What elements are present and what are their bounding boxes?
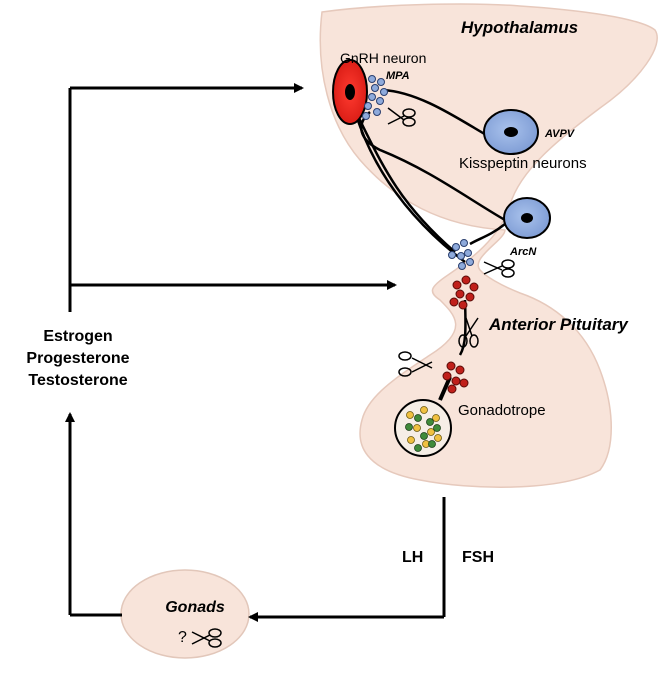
gonads-question-mark: ? [178,629,187,646]
anterior-pituitary-title: Anterior Pituitary [488,315,629,334]
gonadotrope-cell [394,399,452,457]
lh-label: LH [402,549,423,566]
steroid-label-testosterone: Testosterone [28,372,127,389]
gnrh-vesicles-gonadotrope [442,361,469,394]
gonads-title: Gonads [165,599,225,616]
kisspeptin-neuron-arcn [503,197,551,239]
kisspeptin-neuron-avpv [483,109,539,155]
gnrh-neuron-label: GnRH neuron [340,50,426,66]
scissors-icon [483,259,515,278]
hypothalamus-title: Hypothalamus [461,18,578,37]
arcn-label: ArcN [509,246,537,258]
scissors-icon [387,107,416,127]
kisspeptin-vesicles-arcn [448,239,474,270]
gnrh-vesicles-median-eminence [449,275,479,310]
kisspeptin-neurons-label: Kisspeptin neurons [459,155,587,172]
kisspeptin-vesicles-mpa [362,75,388,120]
scissors-icon [458,317,479,348]
gnrh-neuron [332,59,368,125]
gonadotrope-label: Gonadotrope [458,402,546,419]
avpv-label: AVPV [544,128,576,140]
scissors-icon [191,628,222,648]
fsh-label: FSH [462,549,494,566]
mpa-label: MPA [386,70,410,82]
feedback-arrows [65,83,446,622]
steroid-label-progesterone: Progesterone [26,350,129,367]
scissors-icon [398,351,433,377]
steroid-label-estrogen: Estrogen [43,328,112,345]
